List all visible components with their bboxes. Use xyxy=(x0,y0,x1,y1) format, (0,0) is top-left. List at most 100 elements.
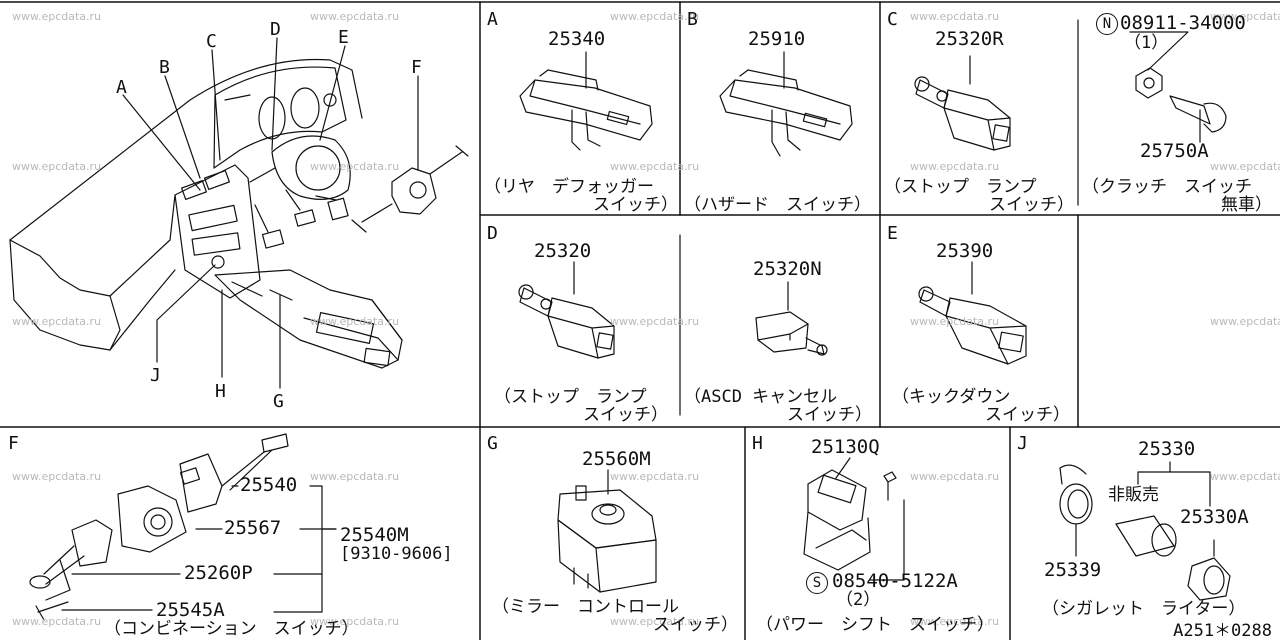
panel-f-assembly-date-range: [9310-9606] xyxy=(340,544,453,564)
watermark: www.epcdata.ru xyxy=(310,315,400,328)
panel-e-caption-line1: （キックダウン xyxy=(892,387,1011,407)
panel-c2-nut-part-number: 08911-34000 xyxy=(1120,12,1246,34)
watermark: www.epcdata.ru xyxy=(610,10,700,23)
panel-f-part-25260p: 25260P xyxy=(184,562,253,584)
panel-c2-quantity: （1） xyxy=(1124,33,1169,53)
watermark: www.epcdata.ru xyxy=(310,615,400,628)
watermark: www.epcdata.ru xyxy=(910,160,1000,173)
watermark: www.epcdata.ru xyxy=(610,470,700,483)
watermark: www.epcdata.ru xyxy=(910,615,1000,628)
overview-callout-c: C xyxy=(206,31,217,52)
panel-g-letter: G xyxy=(487,433,498,454)
watermark: www.epcdata.ru xyxy=(1210,10,1280,23)
watermark: www.epcdata.ru xyxy=(12,615,102,628)
panel-e-part-number: 25390 xyxy=(936,240,994,262)
watermark: www.epcdata.ru xyxy=(610,615,700,628)
panel-a-letter: A xyxy=(487,9,498,30)
panel-a-part-number: 25340 xyxy=(548,28,606,50)
panel-d-letter: D xyxy=(487,223,498,244)
panel-e-letter: E xyxy=(887,223,898,244)
panel-c-letter: C xyxy=(887,9,898,30)
overview-callout-h: H xyxy=(215,381,226,402)
marker-n-symbol: N xyxy=(1096,13,1118,35)
panel-b-caption: （ハザード スイッチ） xyxy=(684,195,871,215)
panel-g-part-number: 25560M xyxy=(582,448,651,470)
overview-callout-b: B xyxy=(159,57,170,78)
panel-h-caption: （パワー シフト スイッチ） xyxy=(756,615,994,635)
drawing-stop-lamp-switch xyxy=(518,261,615,359)
panel-c2-caption-line1: （クラッチ スイッチ xyxy=(1082,177,1252,197)
panel-j-caption: （シガレット ライター） xyxy=(1042,599,1246,619)
watermark: www.epcdata.ru xyxy=(12,470,102,483)
watermark: www.epcdata.ru xyxy=(1210,315,1280,328)
panel-h-letter: H xyxy=(752,433,763,454)
watermark: www.epcdata.ru xyxy=(12,10,102,23)
drawing-rear-defogger-switch xyxy=(519,51,653,151)
panel-b-letter: B xyxy=(687,9,698,30)
panel-j-letter: J xyxy=(1017,433,1028,454)
watermark: www.epcdata.ru xyxy=(310,470,400,483)
panel-c2-part-number: 25750A xyxy=(1140,140,1209,162)
overview-callout-g: G xyxy=(273,391,284,412)
panel-a-caption-line2: スイッチ） xyxy=(593,195,678,215)
panel-d2-caption-line1: （ASCD キャンセル xyxy=(684,387,838,407)
panel-j-part-25330a: 25330A xyxy=(1180,506,1249,528)
watermark: www.epcdata.ru xyxy=(12,160,102,173)
watermark: www.epcdata.ru xyxy=(610,160,700,173)
watermark: www.epcdata.ru xyxy=(12,315,102,328)
watermark: www.epcdata.ru xyxy=(310,10,400,23)
panel-f-assembly-number: 25540M xyxy=(340,524,409,546)
panel-j-part-25339: 25339 xyxy=(1044,559,1102,581)
dashboard-overview-drawing xyxy=(9,37,469,389)
drawing-clutch-switch xyxy=(1129,31,1227,143)
panel-c-part-number: 25320R xyxy=(935,28,1004,50)
watermark: www.epcdata.ru xyxy=(1210,470,1280,483)
panel-c2-caption-line2: 無車） xyxy=(1221,195,1272,215)
panel-j-not-for-sale-note: 非販売 xyxy=(1108,485,1159,505)
overview-callout-f: F xyxy=(411,57,422,78)
drawing-power-shift-switch xyxy=(803,457,905,581)
panel-g-caption-line1: （ミラー コントロール xyxy=(492,597,679,617)
drawing-combination-switch xyxy=(29,433,337,621)
drawing-kickdown-switch xyxy=(918,261,1027,365)
watermark: www.epcdata.ru xyxy=(910,10,1000,23)
marker-s-symbol: S xyxy=(806,572,828,594)
panel-b-part-number: 25910 xyxy=(748,28,806,50)
page-code: A251＊0288 xyxy=(1173,621,1272,640)
panel-a-caption-line1: （リヤ デフォッガー xyxy=(484,177,654,197)
watermark: www.epcdata.ru xyxy=(310,160,400,173)
panel-d-caption-line2: スイッチ） xyxy=(583,405,668,425)
drawing-ascd-cancel-switch xyxy=(755,281,828,356)
panel-e-caption-line2: スイッチ） xyxy=(985,405,1070,425)
panel-f-part-25540: 25540 xyxy=(240,474,298,496)
watermark: www.epcdata.ru xyxy=(610,315,700,328)
overview-callout-e: E xyxy=(338,27,349,48)
watermark: www.epcdata.ru xyxy=(1210,160,1280,173)
panel-d2-part-number: 25320N xyxy=(753,258,822,280)
drawing-hazard-switch xyxy=(719,51,853,157)
drawing-mirror-control-switch xyxy=(557,469,657,593)
drawing-stop-lamp-switch-r xyxy=(914,55,1011,151)
panel-f-part-25567: 25567 xyxy=(224,517,282,539)
drawing-cigarette-lighter xyxy=(1059,461,1231,601)
panel-f-part-25545a: 25545A xyxy=(156,599,225,621)
panel-g-caption-line2: スイッチ） xyxy=(653,615,738,635)
panel-d2-caption-line2: スイッチ） xyxy=(787,405,872,425)
overview-callout-d: D xyxy=(270,19,281,40)
panel-h-quantity: （2） xyxy=(836,590,881,610)
panel-c-caption-line1: （ストップ ランプ xyxy=(884,177,1037,197)
panel-f-letter: F xyxy=(8,433,19,454)
panel-j-part-number: 25330 xyxy=(1138,438,1196,460)
overview-callout-a: A xyxy=(116,77,127,98)
panel-c-caption-line2: スイッチ） xyxy=(989,195,1074,215)
overview-callout-j: J xyxy=(150,365,161,386)
watermark: www.epcdata.ru xyxy=(910,470,1000,483)
panel-h-bolt-part-number: 08540-5122A xyxy=(832,570,958,592)
panel-f-caption: （コンビネーション スイッチ） xyxy=(104,619,359,639)
watermark: www.epcdata.ru xyxy=(910,315,1000,328)
panel-h-part-number: 25130Q xyxy=(811,436,880,458)
panel-d-caption-line1: （ストップ ランプ xyxy=(494,387,647,407)
